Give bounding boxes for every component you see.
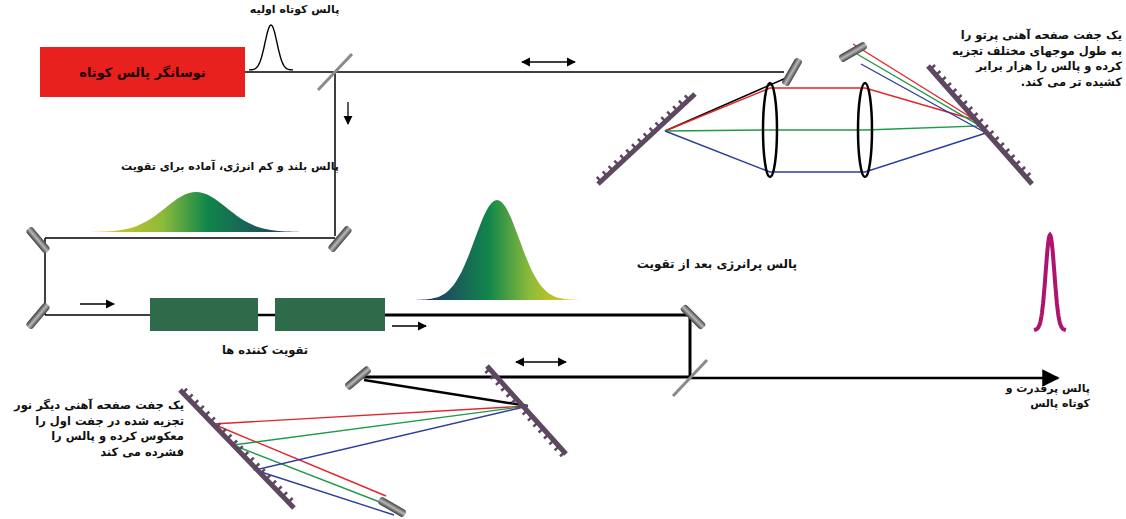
lens xyxy=(858,83,872,177)
beam xyxy=(45,237,335,239)
amplified-pulse xyxy=(415,200,579,300)
beam-splitter xyxy=(673,360,707,396)
mirror xyxy=(781,57,803,87)
blue-ray xyxy=(255,406,528,515)
beam xyxy=(334,72,336,236)
direction-arrow xyxy=(80,303,114,304)
mirror xyxy=(344,365,372,390)
output-label: پالس پرقدرت و کوتاه پالس xyxy=(1000,382,1090,412)
box-label: نوسانگر پالس کوتاه xyxy=(79,65,205,80)
mirror xyxy=(327,225,352,253)
beam-splitter xyxy=(318,54,352,90)
output-beam xyxy=(690,377,1058,380)
grating-note: یک جفت صفحه آهنی پرتو را به طول موجهای م… xyxy=(952,28,1122,90)
grating-teeth xyxy=(931,65,1031,177)
beam xyxy=(258,314,275,317)
lens xyxy=(763,83,777,177)
amplifier xyxy=(275,298,385,331)
grating-teeth xyxy=(485,369,564,456)
output-pulse xyxy=(1034,235,1066,330)
grating-note: یک جفت صفحه آهنی دیگر نور تجزیه شده در ج… xyxy=(14,398,184,460)
amplifier xyxy=(150,298,258,331)
pulse-label: پالس بلند و کم انرژی، آماده برای تقویت xyxy=(100,160,360,175)
pulse-label: پالس پرانرژی بعد از تقویت xyxy=(582,256,797,272)
beam xyxy=(689,315,692,378)
diffraction-grating xyxy=(928,66,1032,184)
adjust-arrow xyxy=(516,361,566,362)
red-ray xyxy=(213,406,528,496)
gratings xyxy=(180,65,1032,508)
mirror xyxy=(25,302,50,330)
beam-paths xyxy=(45,62,1058,406)
mirror xyxy=(680,304,707,331)
beam xyxy=(362,376,690,379)
dispersed-rays xyxy=(213,44,986,515)
diffraction-grating xyxy=(180,390,294,508)
beam-splitters xyxy=(318,54,707,396)
adjust-arrow xyxy=(522,61,575,62)
mirror xyxy=(25,226,50,254)
stretched-pulse xyxy=(84,192,308,232)
beam xyxy=(45,314,150,316)
pulse-label: پالس کوتاه اولیه xyxy=(232,3,357,18)
beam xyxy=(245,71,784,73)
direction-arrow xyxy=(392,325,426,326)
direction-arrow xyxy=(347,102,348,124)
mirror xyxy=(377,496,407,518)
red-ray xyxy=(665,44,975,131)
grating-teeth xyxy=(183,389,293,503)
grating-teeth xyxy=(597,95,689,181)
oscillator-box: نوسانگر پالس کوتاه xyxy=(40,47,245,97)
mirror xyxy=(838,41,868,63)
initial-pulse xyxy=(249,25,293,70)
amplifier-label: تقویت کننده ها xyxy=(205,343,325,359)
beam xyxy=(385,314,690,317)
